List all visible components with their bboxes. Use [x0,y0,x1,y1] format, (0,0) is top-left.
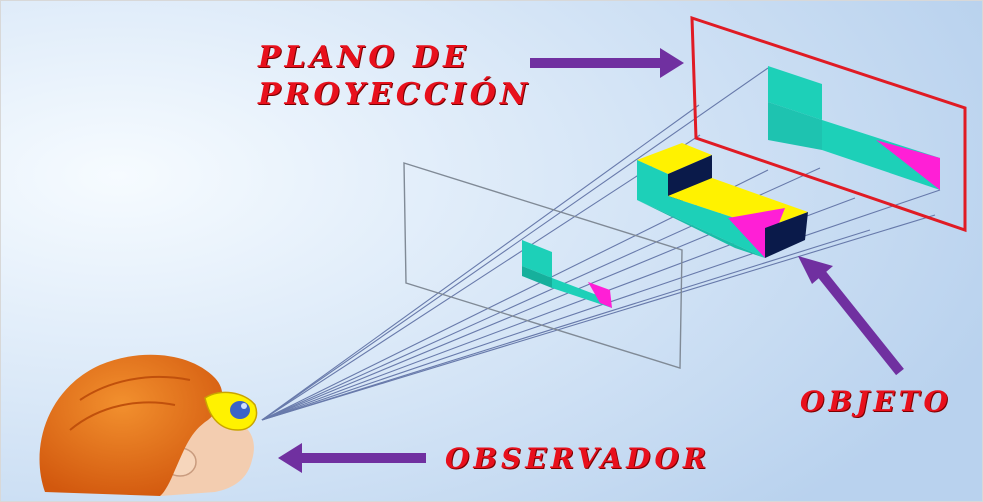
observer-figure [39,354,258,496]
arrow-to-object [798,256,904,376]
observer-label: OBSERVADOR [445,442,711,475]
arrow-to-observer [278,443,426,473]
arrow-to-projection-plane [530,48,684,78]
3d-object [637,143,808,258]
projection-plane-frame [690,15,967,233]
projected-shape-on-plane [768,66,940,190]
small-projected-shape [522,240,612,308]
projection-plane-label-line1: PLANO DE [258,40,470,75]
object-label: OBJETO [800,385,952,418]
intermediate-plane-frame [403,162,683,369]
projection-plane-label-line2: PROYECCIÓN [258,77,532,112]
